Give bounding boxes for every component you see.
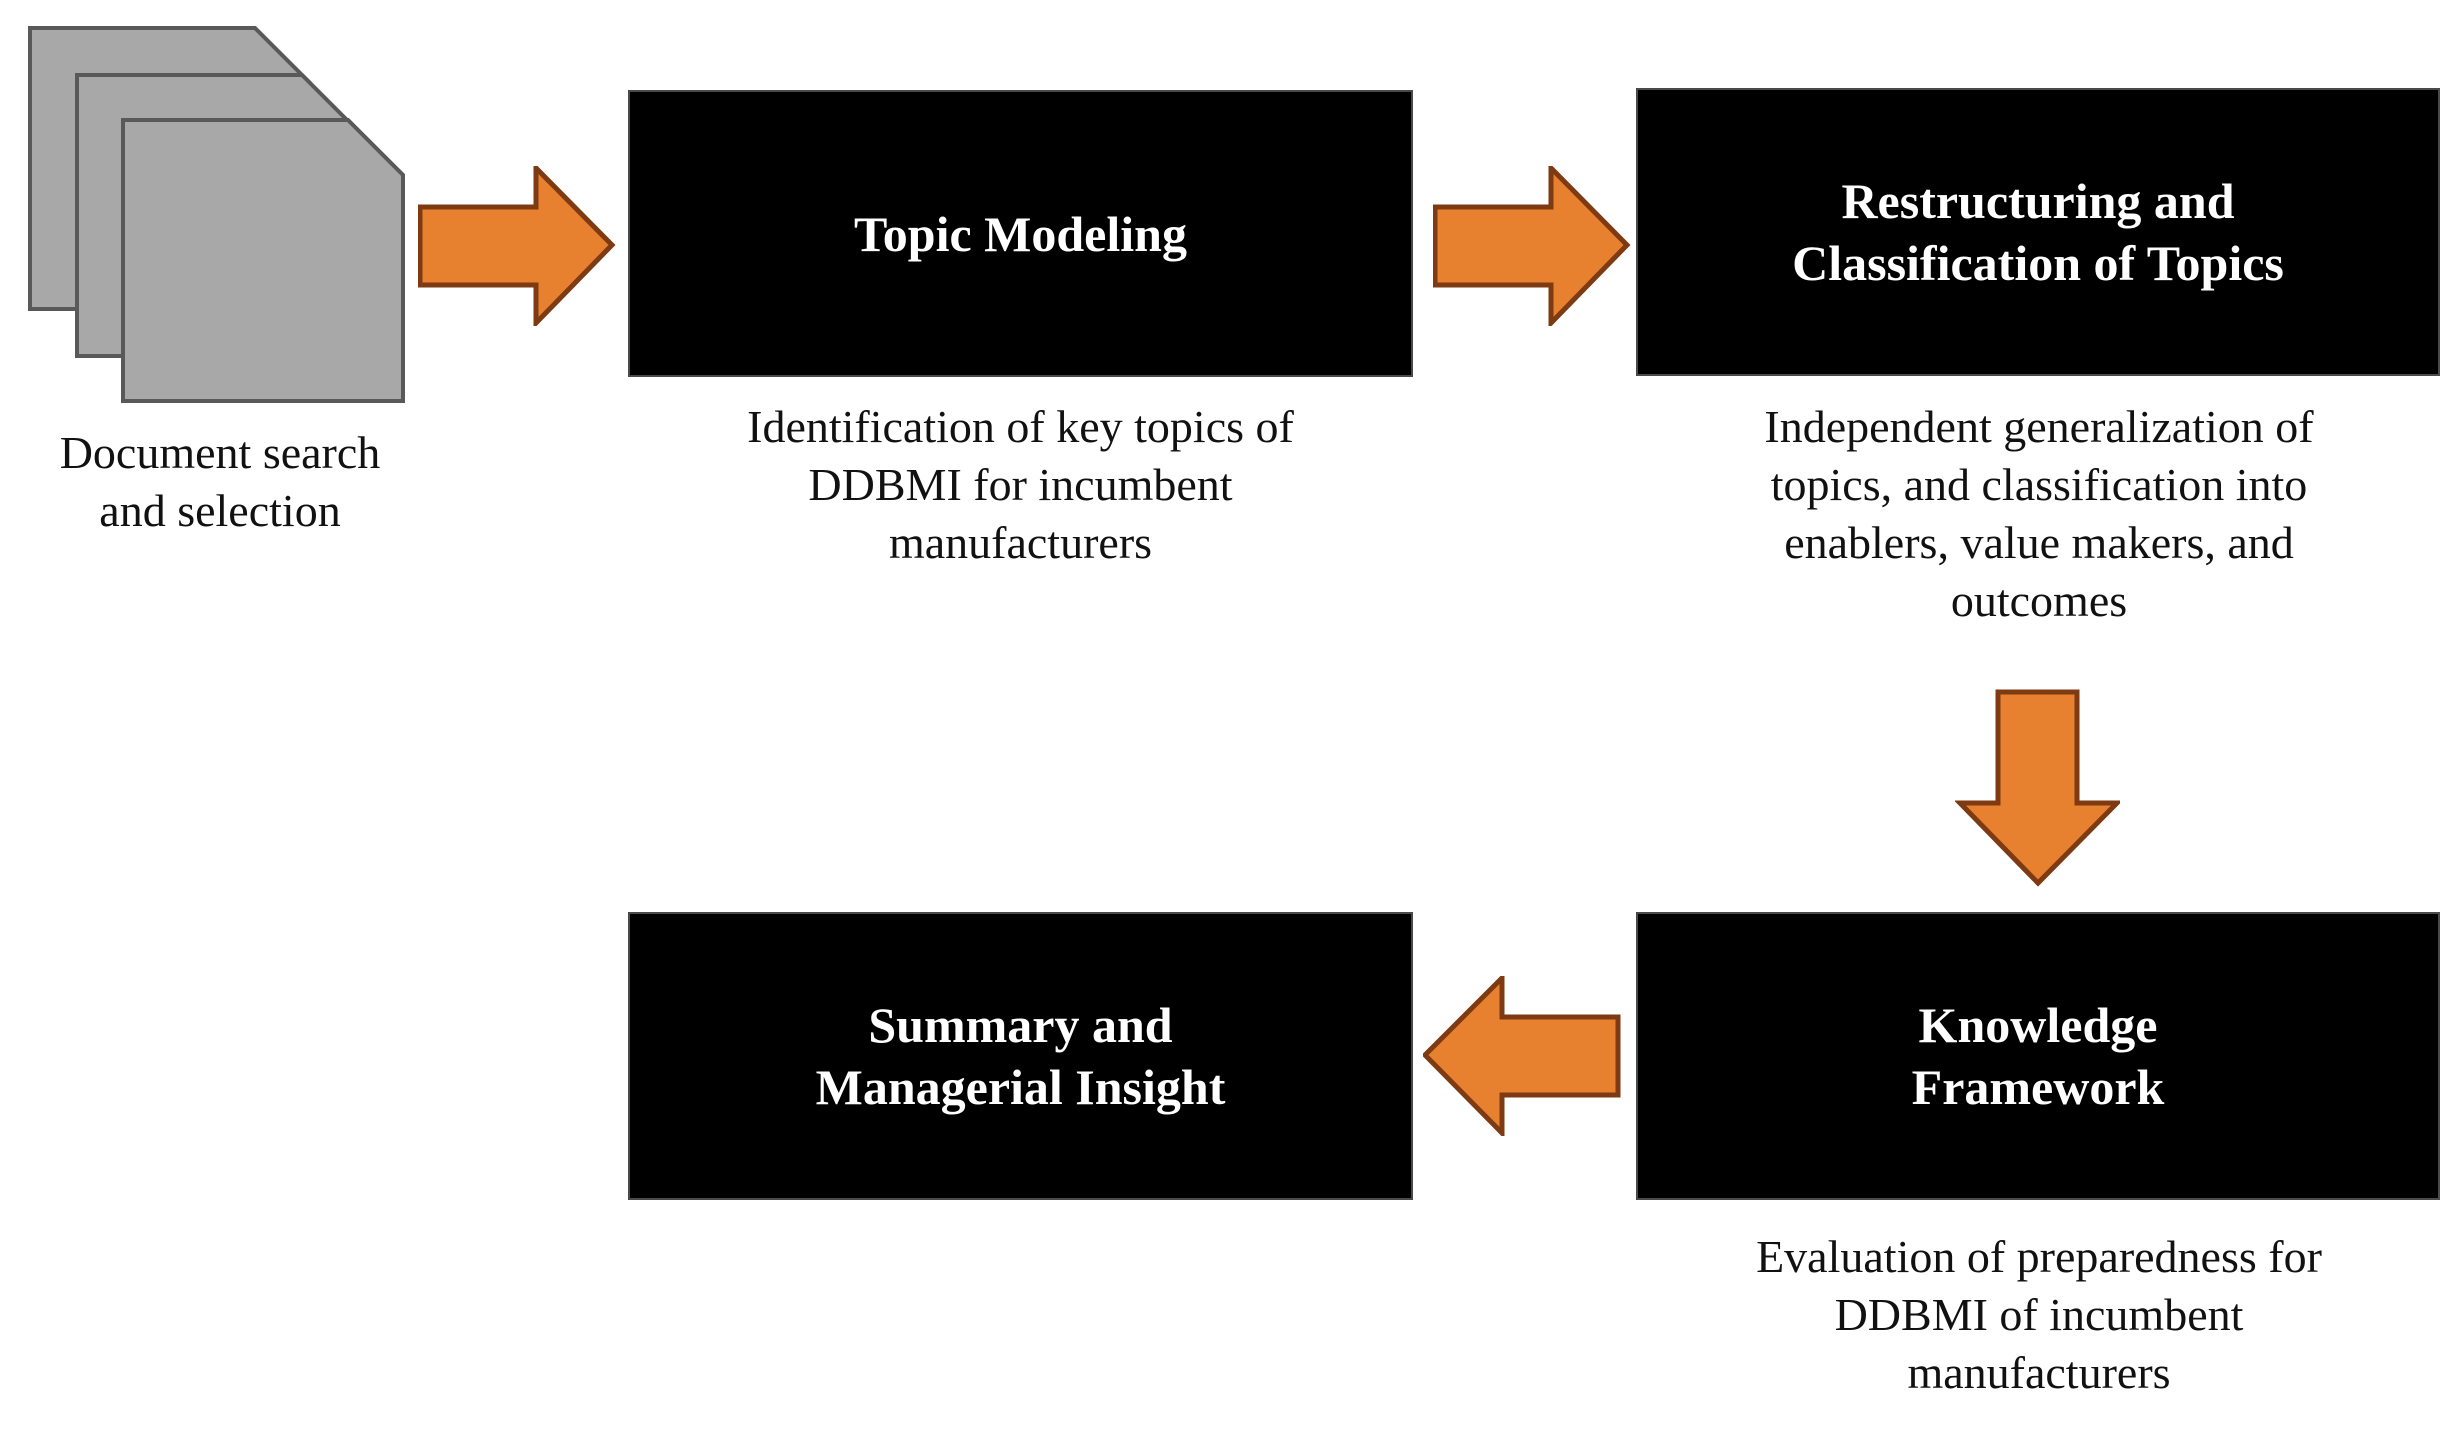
step-title: Knowledge Framework (1911, 997, 2165, 1115)
arrow-right-shape (1433, 166, 1631, 326)
arrow-down-shape (1955, 689, 2120, 887)
document-page-front (121, 118, 405, 403)
arrow-down-icon (1955, 689, 2120, 887)
step-caption-topic-modeling: Identification of key topics of DDBMI fo… (747, 401, 1294, 568)
arrow-right-2-icon (1433, 166, 1631, 326)
step-box-restructuring-classification: Restructuring and Classification of Topi… (1636, 88, 2440, 376)
step-box-knowledge-framework: Knowledge Framework (1636, 912, 2440, 1200)
arrow-right-1-icon (418, 166, 616, 326)
source-label: Document search and selection (59, 427, 381, 536)
step-caption-restructuring-classification: Independent generalization of topics, an… (1764, 401, 2314, 626)
step-box-summary-managerial-insight: Summary and Managerial Insight (628, 912, 1413, 1200)
step-title: Topic Modeling (854, 205, 1187, 262)
step-title: Summary and Managerial Insight (815, 997, 1226, 1115)
step-box-topic-modeling: Topic Modeling (628, 90, 1413, 377)
arrow-left-icon (1423, 976, 1621, 1136)
arrow-left-shape (1423, 976, 1621, 1136)
document-stack-icon (28, 26, 405, 403)
step-title: Restructuring and Classification of Topi… (1792, 173, 2284, 291)
step-caption-knowledge-framework: Evaluation of preparedness for DDBMI of … (1756, 1231, 2322, 1398)
arrow-right-shape (418, 166, 616, 326)
